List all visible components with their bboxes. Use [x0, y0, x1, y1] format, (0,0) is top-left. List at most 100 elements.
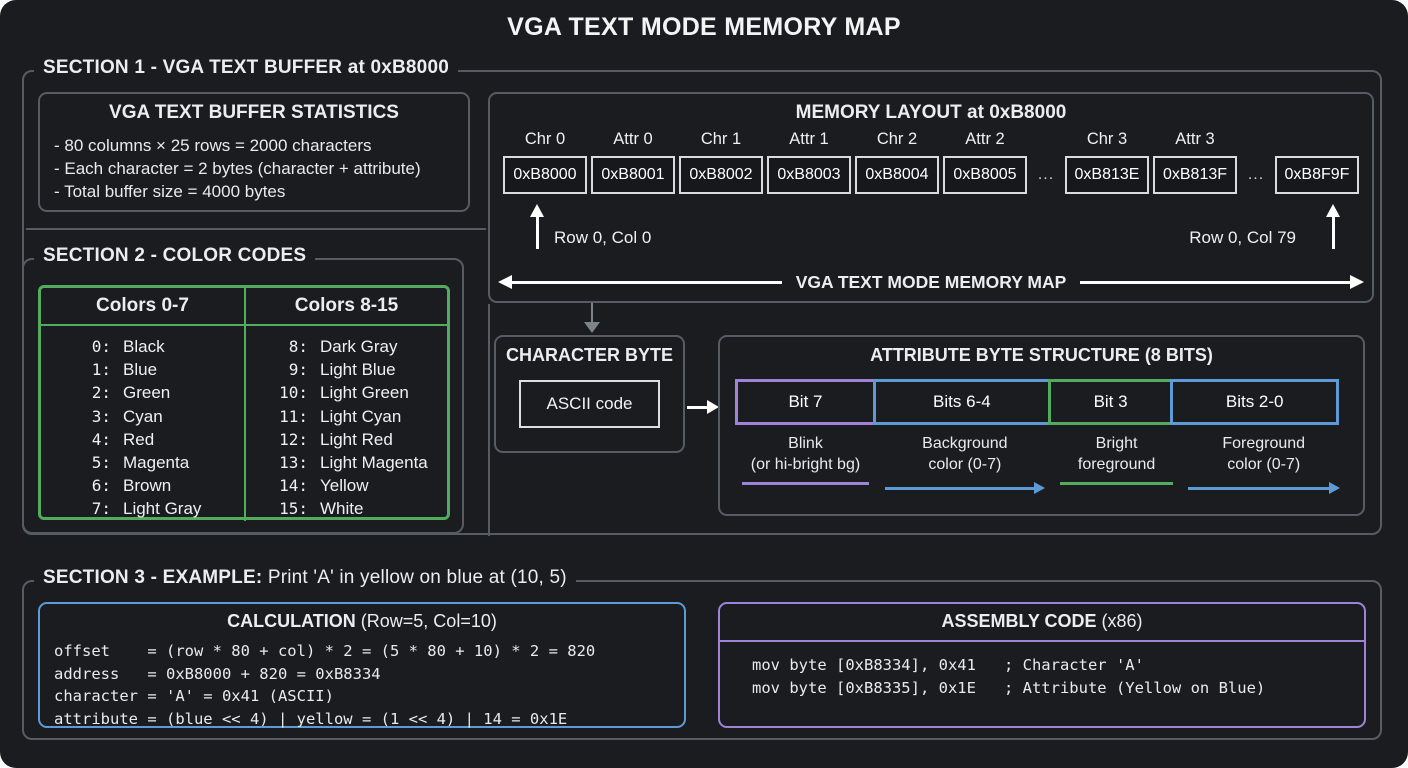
- section-1-legend: SECTION 1 - VGA TEXT BUFFER at 0xB8000: [34, 57, 458, 79]
- memory-column: Attr 0 0xB8001: [591, 130, 675, 194]
- color-row: 12:Light Red: [272, 428, 447, 451]
- memory-cell: 0xB8004: [855, 156, 939, 194]
- color-name: Dark Gray: [320, 337, 398, 356]
- arrow-line: [512, 280, 782, 284]
- memory-cell: 0xB8005: [943, 156, 1027, 194]
- arrow-left-icon: [498, 275, 512, 289]
- color-number: 8:: [288, 337, 308, 356]
- cell-label: Attr 0: [613, 130, 653, 148]
- memory-column: Chr 1 0xB8002: [679, 130, 763, 194]
- desc-line: Blink: [788, 435, 823, 452]
- color-row: 9:Light Blue: [272, 358, 447, 381]
- cell-label: Chr 2: [876, 130, 918, 148]
- assembly-title-bold: ASSEMBLY CODE: [941, 611, 1097, 631]
- color-row: 6: Brown: [75, 474, 244, 497]
- color-row: 8: Dark Gray: [272, 335, 447, 358]
- bit3-box: Bit 3: [1047, 379, 1174, 425]
- purple-line: [742, 482, 869, 485]
- color-name: Red: [123, 429, 155, 449]
- desc-line: Bright: [1095, 435, 1138, 452]
- color-name: Light Red: [320, 429, 393, 449]
- stats-lines: - 80 columns × 25 rows = 2000 characters…: [54, 134, 421, 203]
- arrow-head: [1033, 482, 1045, 494]
- desc-line: foreground: [1077, 456, 1156, 473]
- memory-span-label: VGA TEXT MODE MEMORY MAP: [795, 271, 1067, 292]
- code-line: offset = (row * 80 + col) * 2 = (5 * 80 …: [54, 642, 596, 660]
- ascii-code-box: ASCII code: [519, 380, 660, 428]
- color-row: 3: Cyan: [75, 405, 244, 428]
- bits2-0-box: Bits 2-0: [1170, 379, 1339, 425]
- bit-boxes-row: Bit 7 Bits 6-4 Bit 3 Bits 2-0: [735, 379, 1348, 425]
- row0-col0-arrow-icon: [530, 204, 544, 249]
- bit-descriptions-row: Blink (or hi-bright bg) Background color…: [735, 433, 1348, 494]
- color-number: 5:: [91, 453, 111, 473]
- section-3-frame: SECTION 3 - EXAMPLE: Print 'A' in yellow…: [22, 567, 1382, 740]
- color-name: Cyan: [123, 406, 163, 426]
- memory-layout-box: MEMORY LAYOUT at 0xB8000 Chr 0 0xB8000 A…: [488, 92, 1374, 303]
- column-header-colors-8-15: Colors 8-15: [244, 288, 447, 326]
- arrow-line: [1080, 280, 1350, 284]
- bits2-0-description: Foreground color (0-7): [1179, 433, 1348, 494]
- arrow-stem: [535, 217, 539, 249]
- memory-column: Attr 3 0xB813F: [1153, 130, 1237, 194]
- assembly-title: ASSEMBLY CODE (x86): [720, 611, 1364, 632]
- stats-title: VGA TEXT BUFFER STATISTICS: [109, 102, 399, 123]
- code-line: character = 'A' = 0x41 (ASCII): [54, 687, 334, 705]
- bit3-description: Bright foreground: [1054, 433, 1180, 494]
- color-name: Light Green: [320, 383, 409, 403]
- cell-label: Attr 3: [1175, 130, 1215, 148]
- assembly-title-rest: (x86): [1096, 611, 1143, 631]
- ellipsis: ...: [1247, 166, 1265, 183]
- cell-label: Attr 2: [965, 130, 1005, 148]
- bits6-4-description: Background color (0-7): [876, 433, 1054, 494]
- page-title: VGA TEXT MODE MEMORY MAP: [507, 13, 901, 41]
- arrow-stem: [1331, 217, 1335, 249]
- color-name: Light Gray: [123, 499, 202, 519]
- assembly-header-divider: [720, 640, 1364, 642]
- cell-label: Chr 0: [524, 130, 566, 148]
- vga-buffer-statistics-box: VGA TEXT BUFFER STATISTICS - 80 columns …: [38, 92, 470, 212]
- color-row: 4:Red: [75, 428, 244, 451]
- section-2-legend: SECTION 2 - COLOR CODES: [34, 245, 316, 267]
- bit7-box: Bit 7: [735, 379, 876, 425]
- ascii-to-attribute-arrow-icon: [687, 400, 719, 414]
- color-number: 7:: [91, 499, 111, 519]
- code-line: mov byte [0xB8334], 0x41 ; Character 'A': [752, 656, 1144, 674]
- color-row: 10:Light Green: [272, 381, 447, 404]
- assembly-code-box: ASSEMBLY CODE (x86) mov byte [0xB8334], …: [718, 602, 1366, 728]
- memory-cell: 0xB8002: [679, 156, 763, 194]
- memory-container-left-edge: [488, 304, 490, 536]
- row0-col0-annotation: Row 0, Col 0: [554, 228, 652, 247]
- calculation-title-bold: CALCULATION: [227, 611, 356, 631]
- color-codes-table: Colors 0-7 Colors 8-15 0:Black 1:Blue 2:…: [38, 285, 450, 521]
- character-byte-title: CHARACTER BYTE: [505, 345, 673, 365]
- memory-column: Chr 3 0xB813E: [1065, 130, 1149, 194]
- color-name: Light Cyan: [320, 406, 402, 426]
- color-name: White: [320, 499, 364, 519]
- arrow-head: [1328, 482, 1340, 494]
- section-3-legend-bold: SECTION 3 - EXAMPLE:: [43, 567, 263, 588]
- calculation-title: CALCULATION (Row=5, Col=10): [40, 611, 684, 632]
- cell-label: Chr 3: [1086, 130, 1128, 148]
- color-number: 6:: [91, 476, 111, 496]
- color-row: 7: Light Gray: [75, 497, 244, 520]
- color-name: Magenta: [123, 453, 190, 473]
- calculation-code: offset = (row * 80 + col) * 2 = (5 * 80 …: [54, 640, 595, 730]
- memory-cell: 0xB813F: [1153, 156, 1237, 194]
- assembly-code: mov byte [0xB8334], 0x41 ; Character 'A'…: [752, 654, 1265, 700]
- color-row: 13:Light Magenta: [272, 451, 447, 474]
- stats-line: - 80 columns × 25 rows = 2000 characters: [54, 136, 372, 155]
- color-name: Black: [123, 337, 165, 356]
- memory-column-ellipsis: ...: [1031, 130, 1061, 194]
- color-name: Brown: [123, 476, 172, 496]
- calculation-title-rest: (Row=5, Col=10): [355, 611, 497, 631]
- memory-cell: 0xB813E: [1065, 156, 1149, 194]
- section-3-legend: SECTION 3 - EXAMPLE: Print 'A' in yellow…: [34, 567, 576, 589]
- bit7-underline: [742, 482, 869, 485]
- section-2-frame: SECTION 2 - COLOR CODES: [22, 245, 464, 534]
- stats-line: - Each character = 2 bytes (character + …: [54, 159, 421, 178]
- color-number: 3:: [91, 406, 111, 426]
- desc-line: Foreground: [1222, 435, 1306, 452]
- color-row: 5: Magenta: [75, 451, 244, 474]
